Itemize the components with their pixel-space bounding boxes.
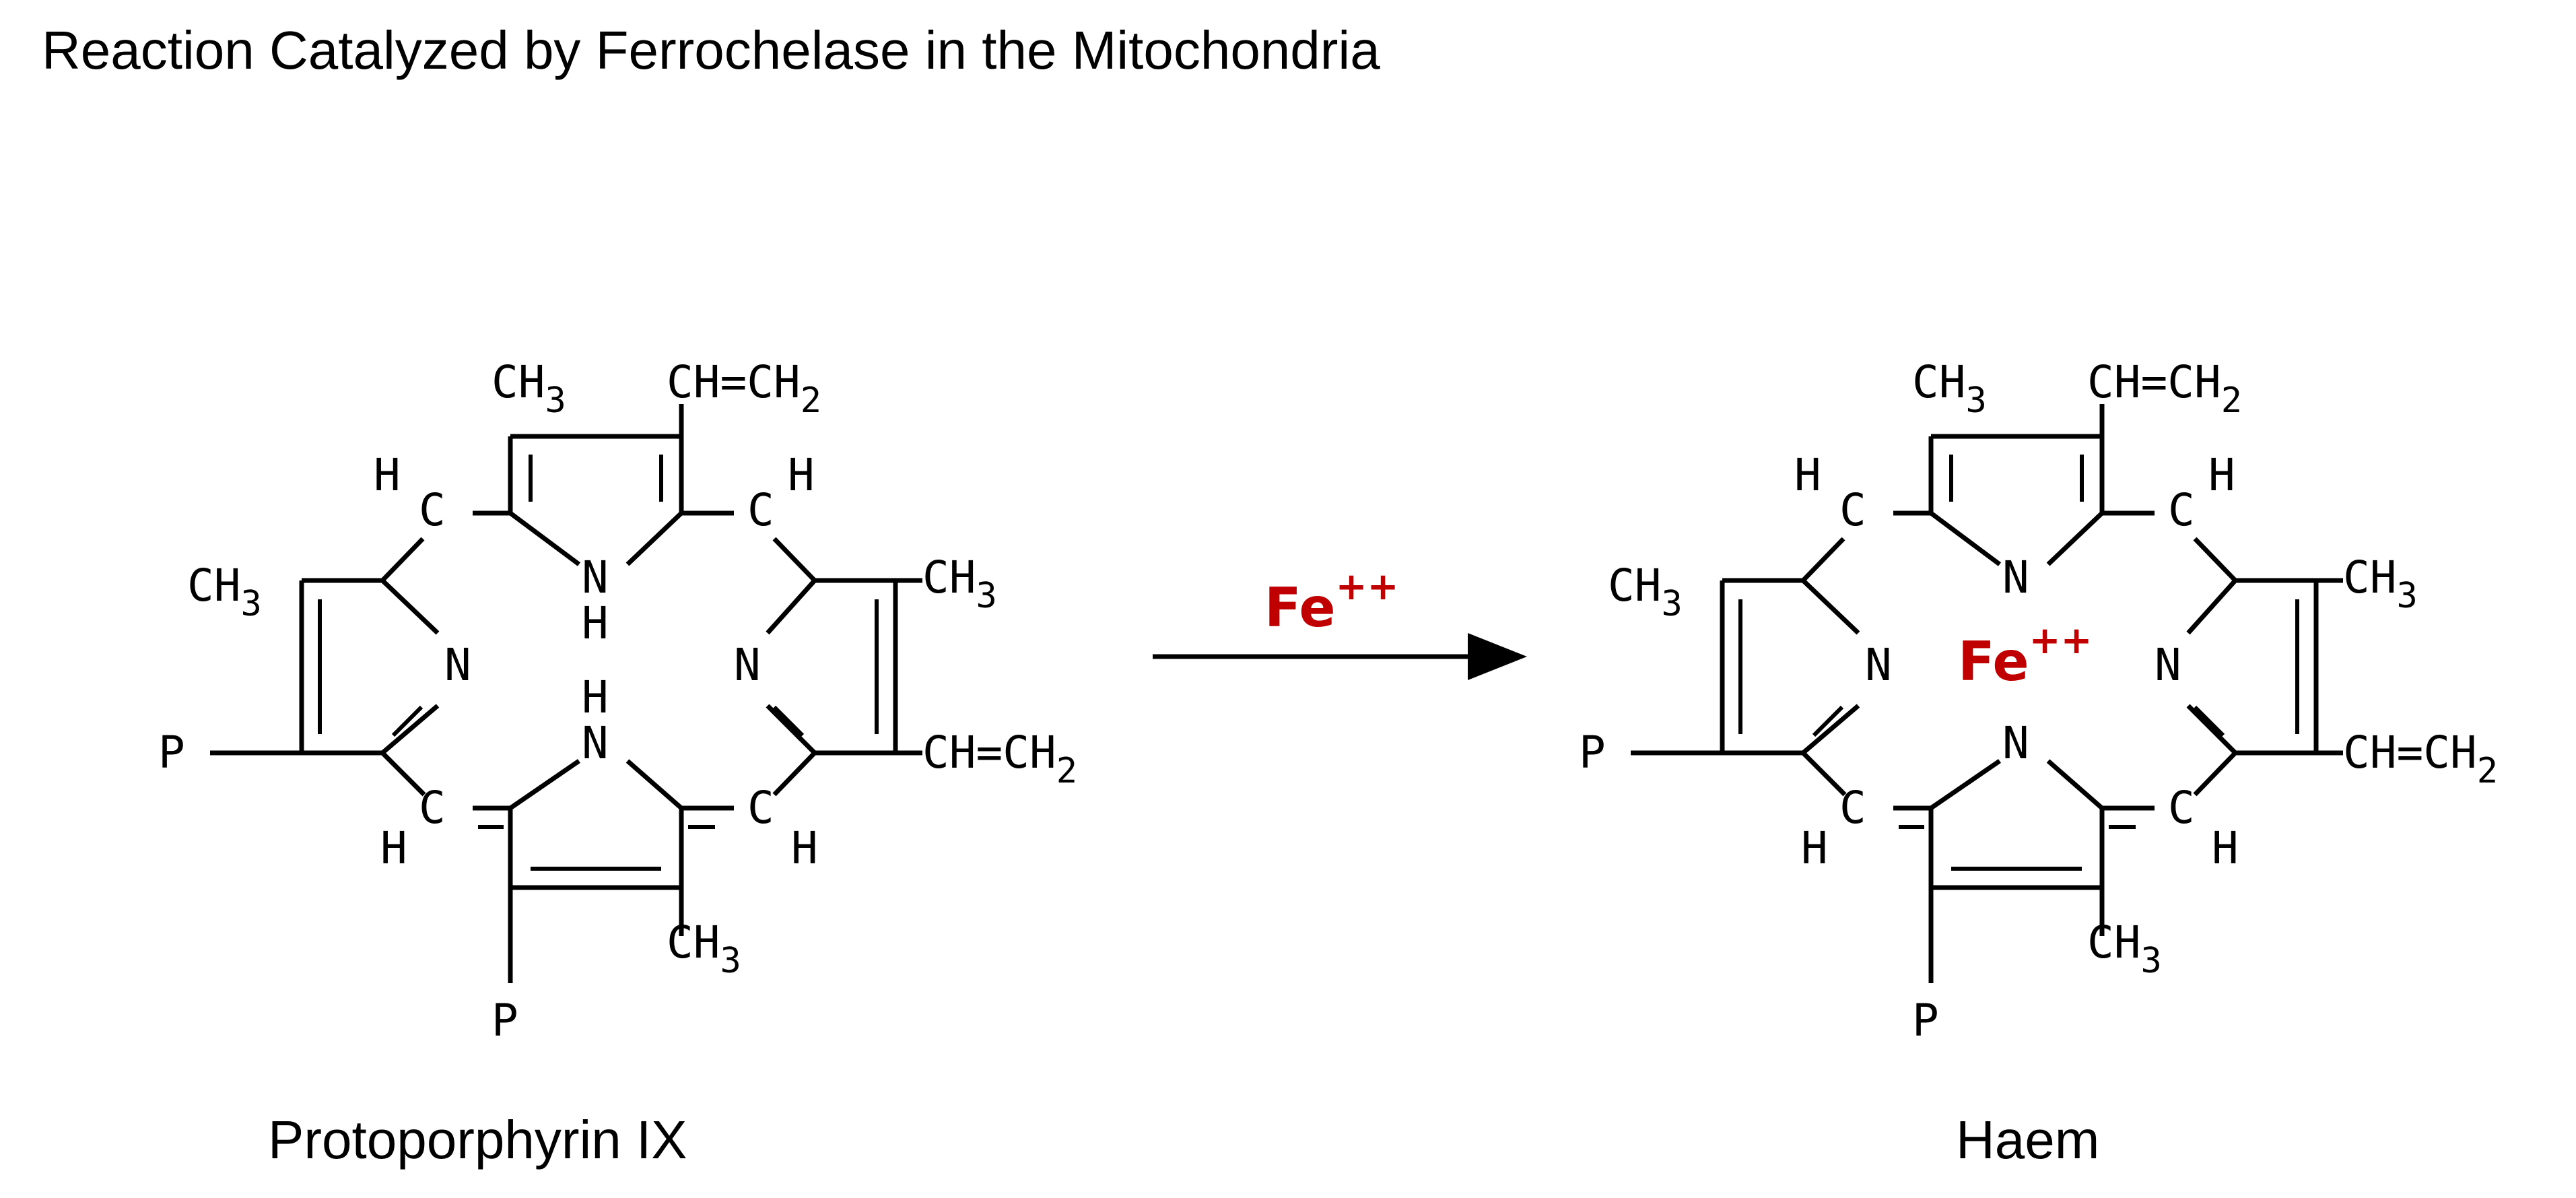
- meso-hydrogen-label: H: [2212, 822, 2239, 874]
- propionate-label: P: [1912, 995, 1939, 1046]
- nitrogen-label: N: [582, 552, 609, 603]
- protoporphyrin-double-bond-lines: [318, 455, 879, 871]
- reaction-arrow: [1153, 633, 1527, 680]
- central-iron-label: Fe++: [1958, 619, 2093, 693]
- meso-carbon-label: C: [2168, 484, 2195, 536]
- methyl-label: CH3: [2087, 917, 2162, 981]
- vinyl-label: CH=CH2: [2087, 356, 2242, 421]
- meso-carbon-label: C: [747, 484, 774, 536]
- meso-hydrogen-label: H: [380, 822, 407, 874]
- nitrogen-label: N: [1865, 639, 1892, 691]
- meso-carbon-label: C: [419, 484, 446, 536]
- meso-hydrogen-label: H: [2208, 449, 2235, 501]
- hydrogen-label: H: [582, 671, 609, 723]
- vinyl-label: CH=CH2: [667, 356, 821, 421]
- product-name: Haem: [1956, 1110, 2099, 1170]
- nitrogen-label: N: [2155, 639, 2181, 691]
- vinyl-label: CH=CH2: [2343, 727, 2498, 791]
- meso-hydrogen-label: H: [1794, 449, 1821, 501]
- methyl-label: CH3: [1608, 560, 1683, 624]
- nitrogen-label: N: [582, 717, 609, 769]
- nitrogen-label: N: [444, 639, 471, 691]
- meso-hydrogen-label: H: [791, 822, 818, 874]
- iron-reagent-label: Fe++: [1264, 565, 1399, 639]
- meso-carbon-label: C: [1839, 484, 1866, 536]
- protoporphyrin-ix-structure: CH3 CH=CH2 H C C H N H CH3 CH3 N N H N P…: [158, 356, 1077, 1046]
- protoporphyrin-bond-lines: [210, 404, 922, 983]
- meso-hydrogen-label: H: [788, 449, 815, 501]
- methyl-label: CH3: [667, 917, 741, 981]
- reactant-name: Protoporphyrin IX: [268, 1110, 687, 1170]
- nitrogen-label: N: [2002, 552, 2029, 603]
- meso-carbon-label: C: [2168, 782, 2195, 834]
- methyl-label: CH3: [1912, 356, 1987, 421]
- methyl-label: CH3: [187, 560, 262, 624]
- nitrogen-label: N: [734, 639, 761, 691]
- meso-carbon-label: C: [1839, 782, 1866, 834]
- vinyl-label: CH=CH2: [922, 727, 1077, 791]
- hydrogen-label: H: [582, 597, 609, 649]
- meso-carbon-label: C: [419, 782, 446, 834]
- propionate-label: P: [492, 995, 518, 1046]
- meso-hydrogen-label: H: [1801, 822, 1828, 874]
- haem-bond-lines: [1631, 404, 2343, 983]
- propionate-label: P: [158, 727, 185, 778]
- haem-structure: CH3 CH=CH2 H C C H N CH3 CH3 N N N P CH=…: [1579, 356, 2498, 1046]
- methyl-label: CH3: [922, 552, 997, 616]
- page-title: Reaction Catalyzed by Ferrochelase in th…: [42, 20, 1380, 80]
- meso-hydrogen-label: H: [374, 449, 401, 501]
- meso-carbon-label: C: [747, 782, 774, 834]
- haem-double-bond-lines: [1738, 455, 2299, 871]
- nitrogen-label: N: [2002, 717, 2029, 769]
- methyl-label: CH3: [2343, 552, 2418, 616]
- propionate-label: P: [1579, 727, 1606, 778]
- methyl-label: CH3: [492, 356, 566, 421]
